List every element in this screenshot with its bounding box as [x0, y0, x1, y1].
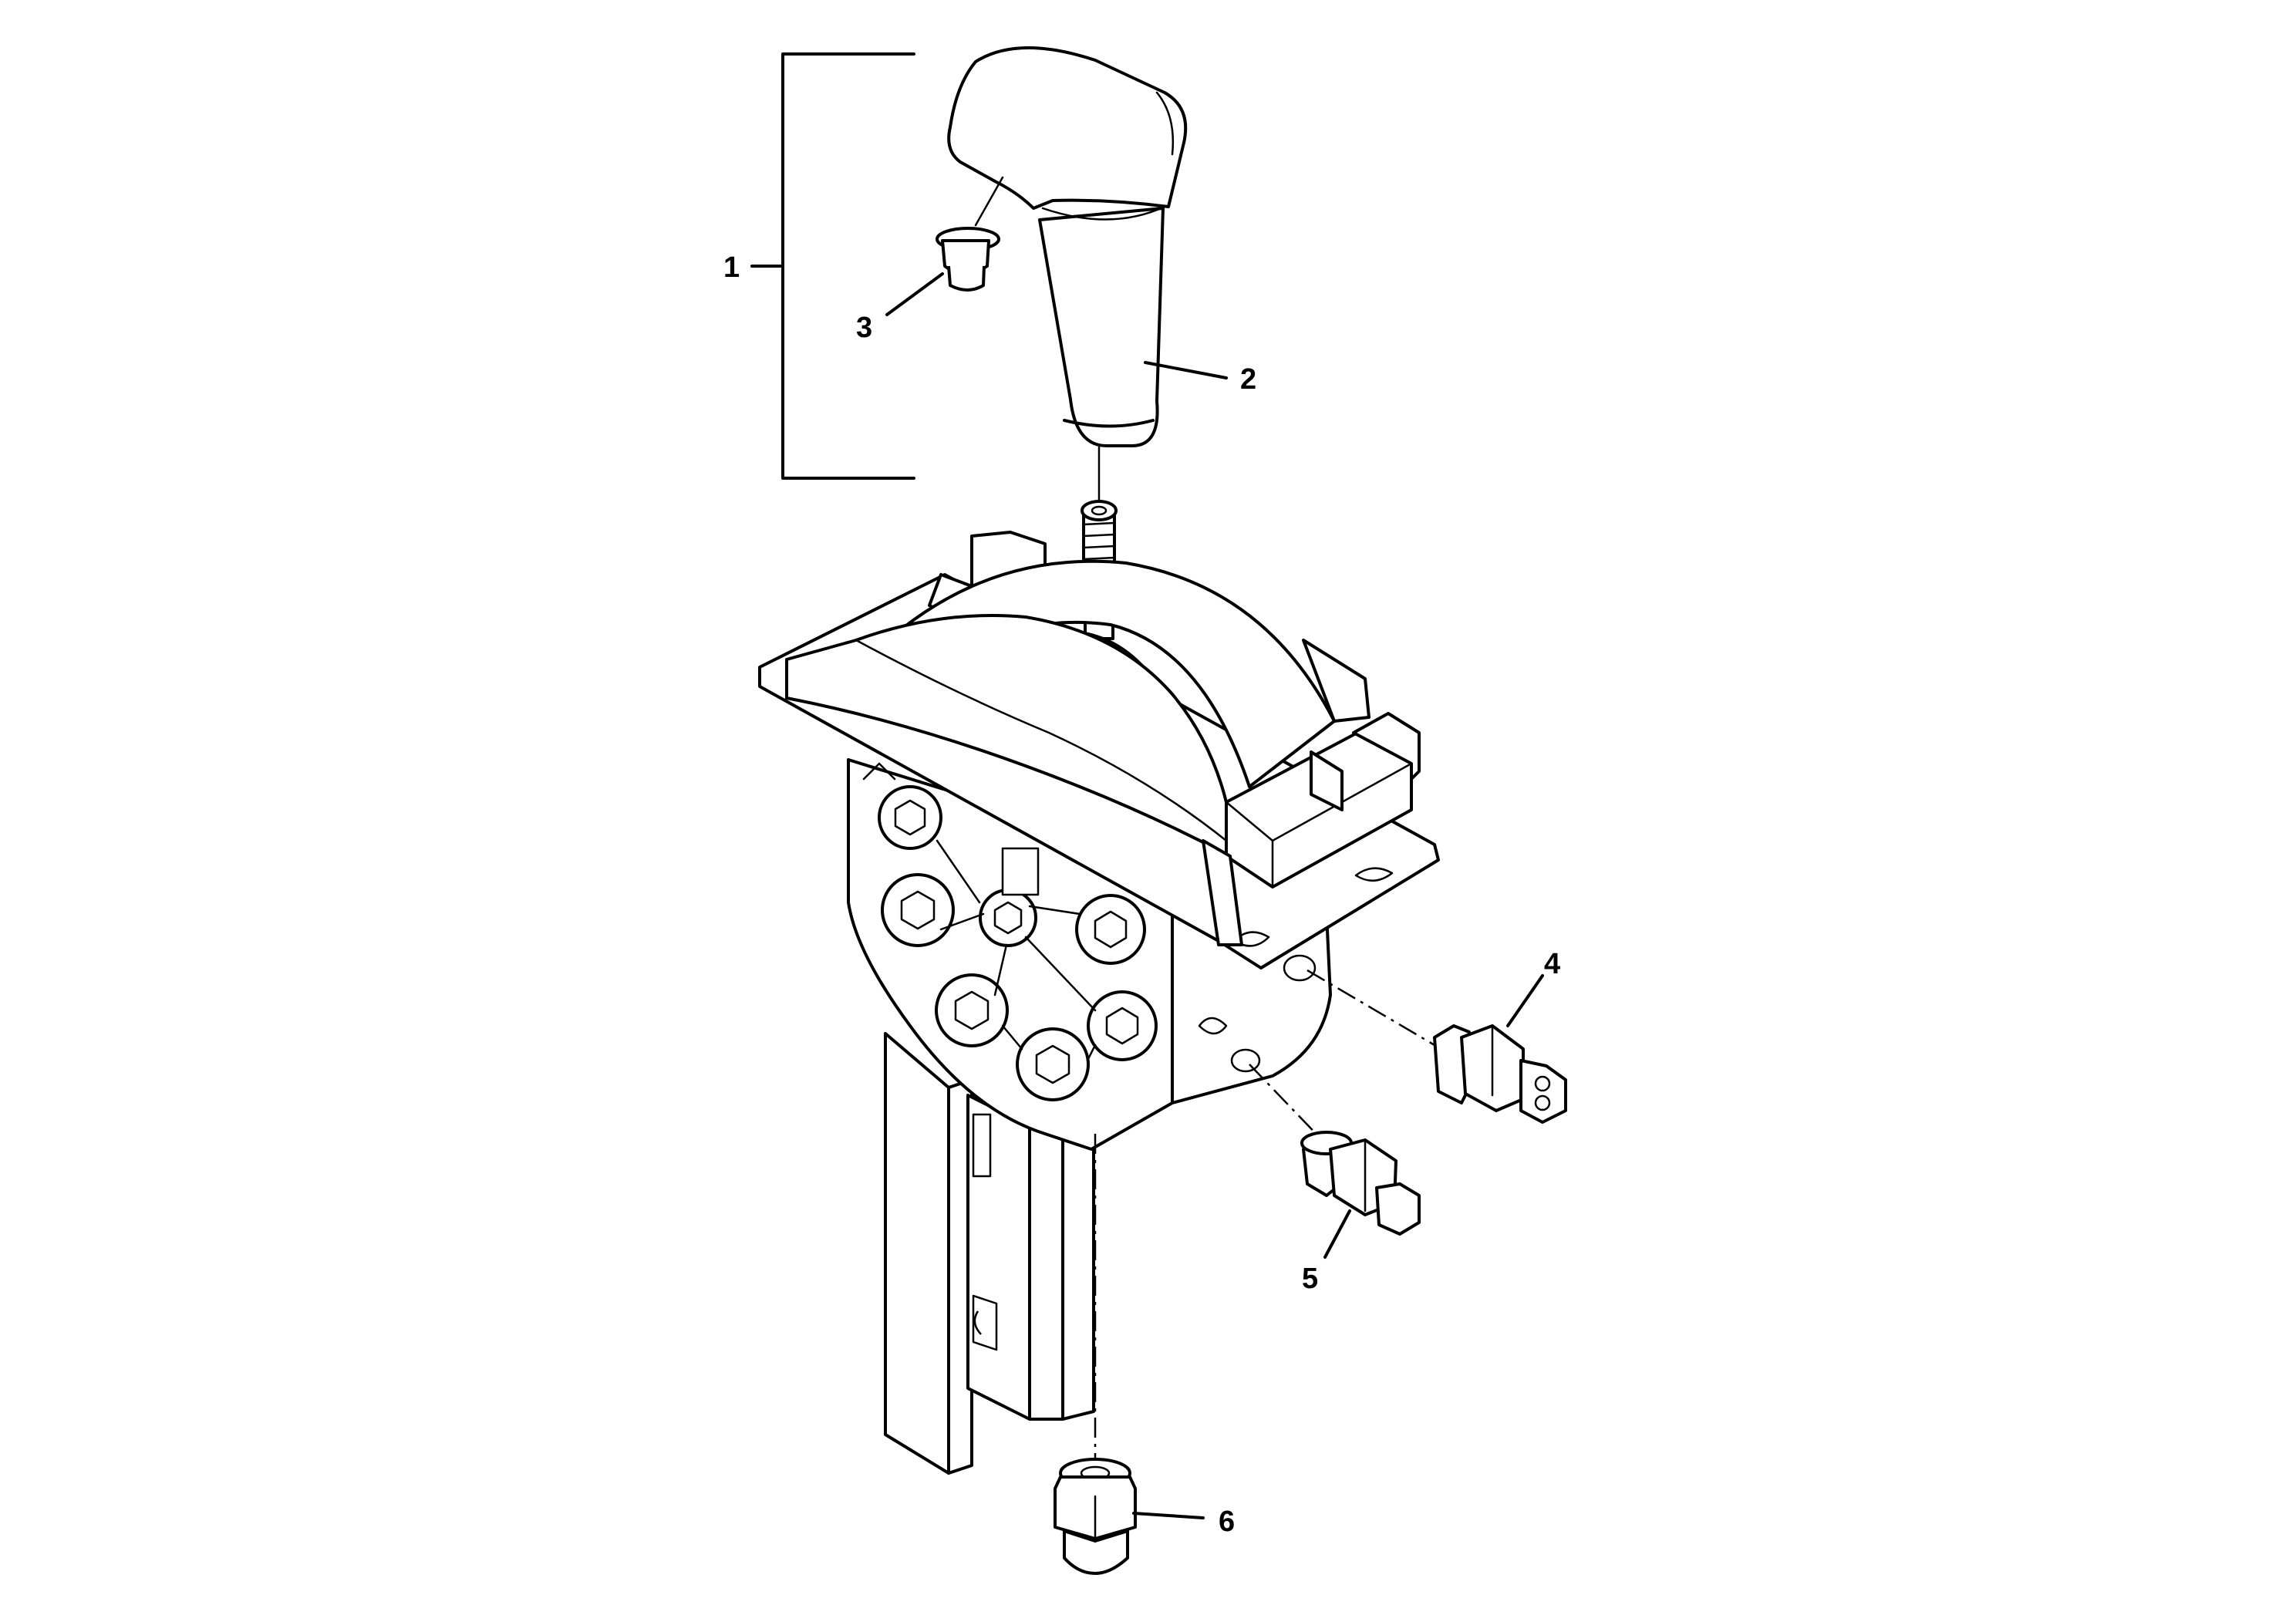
knob-insert-nut — [936, 176, 1004, 292]
fitting-part-5 — [1249, 1064, 1421, 1259]
fitting-part-4 — [1306, 969, 1567, 1124]
callout-2: 2 — [1240, 363, 1256, 396]
shift-knob — [947, 46, 1188, 447]
leader-3 — [885, 272, 944, 316]
assembly-bracket — [750, 52, 915, 480]
leader-2 — [1144, 361, 1228, 379]
fitting-part-6 — [1054, 1134, 1205, 1575]
gate-housing — [758, 531, 1440, 969]
callout-1: 1 — [723, 251, 740, 284]
callout-5: 5 — [1302, 1263, 1318, 1295]
callout-6: 6 — [1219, 1506, 1235, 1538]
callout-3: 3 — [856, 312, 872, 344]
callout-4: 4 — [1544, 948, 1560, 980]
port-fittings — [878, 785, 1158, 1101]
